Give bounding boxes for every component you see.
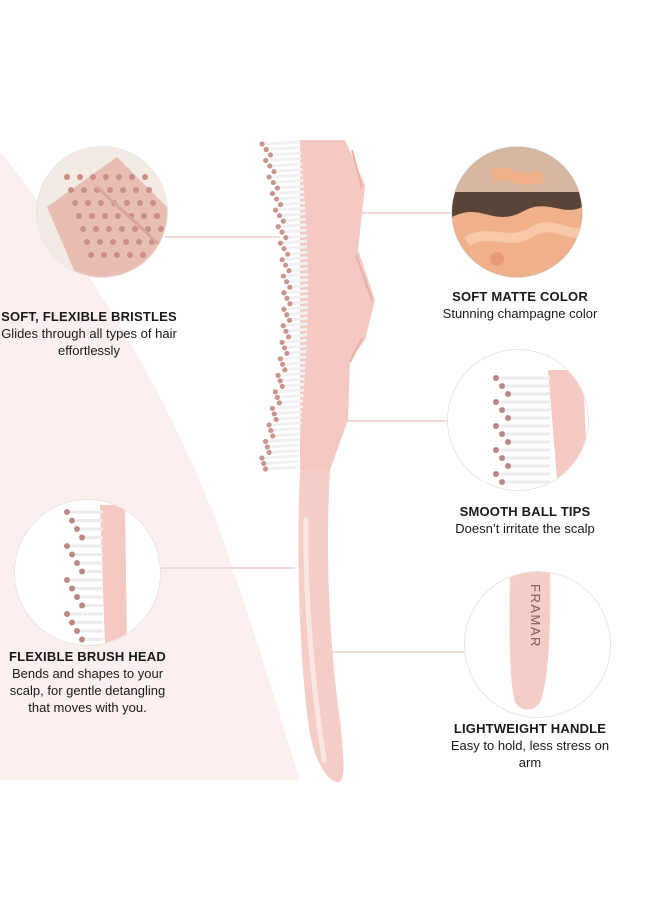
ball-tips-closeup-circle: [448, 350, 588, 490]
connector-bristles: [165, 236, 280, 238]
feature-description: Easy to hold, less stress on arm: [450, 738, 610, 770]
brand-logo: FRAMAR: [528, 584, 543, 648]
bristles-closeup-circle: [37, 147, 167, 277]
feature-title: SOFT MATTE COLOR: [452, 289, 588, 304]
feature-description: Doesn’t irritate the scalp: [455, 521, 595, 536]
brush-head-closeup-circle: [15, 500, 160, 645]
feature-bristles: SOFT, FLEXIBLE BRISTLES Glides through a…: [0, 308, 178, 359]
connector-color: [360, 212, 455, 214]
feature-title: SMOOTH BALL TIPS: [459, 504, 591, 519]
feature-description: Glides through all types of hair effortl…: [1, 326, 177, 358]
connector-balltips: [340, 420, 448, 422]
connector-handle: [315, 651, 465, 653]
feature-ball-tips: SMOOTH BALL TIPS Doesn’t irritate the sc…: [435, 503, 615, 537]
feature-title: LIGHTWEIGHT HANDLE: [453, 721, 607, 736]
matte-color-closeup-circle: [452, 147, 582, 277]
feature-title: FLEXIBLE BRUSH HEAD: [9, 649, 166, 664]
brush-bristles: [259, 140, 309, 472]
connector-head: [160, 567, 295, 569]
brush-handle: [298, 470, 344, 782]
feature-handle: LIGHTWEIGHT HANDLE Easy to hold, less st…: [440, 720, 620, 771]
feature-brush-head: FLEXIBLE BRUSH HEAD Bends and shapes to …: [0, 648, 175, 716]
feature-description: Bends and shapes to your scalp, for gent…: [9, 666, 166, 715]
feature-title: SOFT, FLEXIBLE BRISTLES: [1, 309, 177, 324]
brush-head-frame: [300, 140, 375, 470]
handle-closeup-circle: FRAMAR: [465, 572, 610, 717]
feature-description: Stunning champagne color: [442, 306, 598, 321]
feature-matte-color: SOFT MATTE COLOR Stunning champagne colo…: [430, 288, 610, 322]
